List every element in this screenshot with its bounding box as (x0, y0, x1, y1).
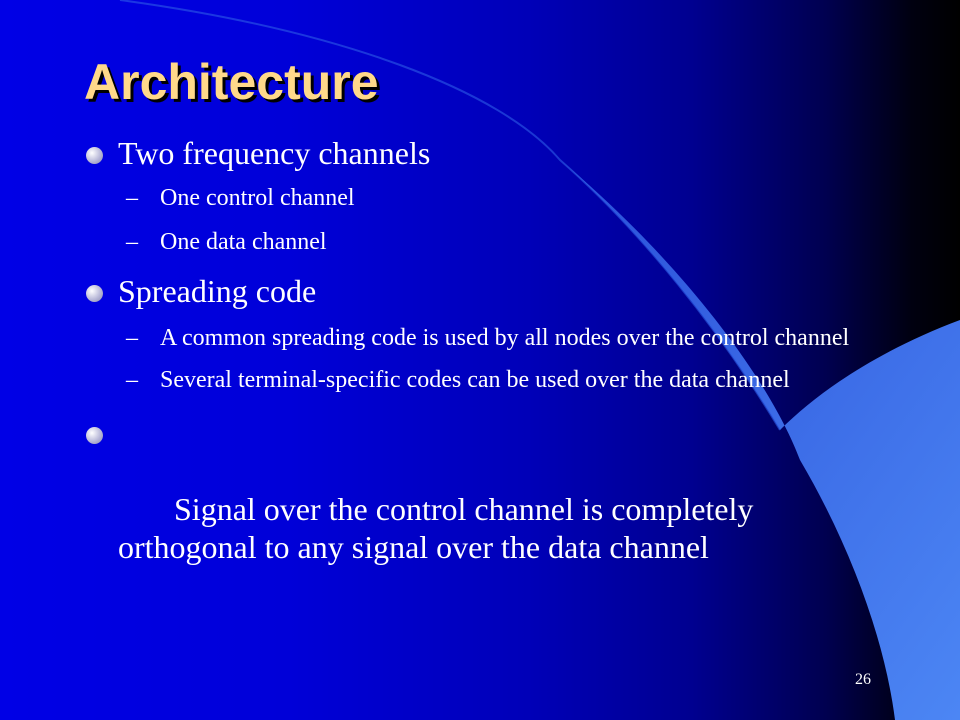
sub-bullet-text: Several terminal-specific codes can be u… (160, 367, 790, 393)
sub-bullet-item: – One control channel (84, 182, 864, 214)
sub-bullet-text: A common spreading code is used by all n… (160, 325, 850, 351)
bullet-text: Spreading code (118, 273, 317, 309)
bullet-list: Two frequency channels – One control cha… (84, 134, 864, 604)
sub-bullet-item: – A common spreading code is used by all… (84, 322, 864, 354)
round-bullet-icon (86, 285, 103, 302)
page-number: 26 (855, 671, 871, 688)
dash-icon: – (126, 229, 138, 255)
dash-icon: – (126, 185, 138, 211)
round-bullet-icon (86, 427, 103, 444)
bullet-item: Two frequency channels (84, 134, 864, 172)
sub-bullet-text: One data channel (160, 229, 327, 255)
dash-icon: – (126, 367, 138, 393)
dash-icon: – (126, 325, 138, 351)
slide-title: Architecture (84, 54, 379, 110)
bullet-text: Two frequency channels (118, 135, 431, 171)
bullet-text: Signal over the control channel is compl… (118, 491, 762, 565)
bullet-item: Spreading code (84, 272, 864, 310)
sub-bullet-item: – One data channel (84, 226, 864, 258)
round-bullet-icon (86, 147, 103, 164)
bullet-item: Signal over the control channel is compl… (84, 414, 864, 604)
sub-bullet-item: – Several terminal-specific codes can be… (84, 364, 864, 396)
sub-bullet-text: One control channel (160, 185, 355, 211)
